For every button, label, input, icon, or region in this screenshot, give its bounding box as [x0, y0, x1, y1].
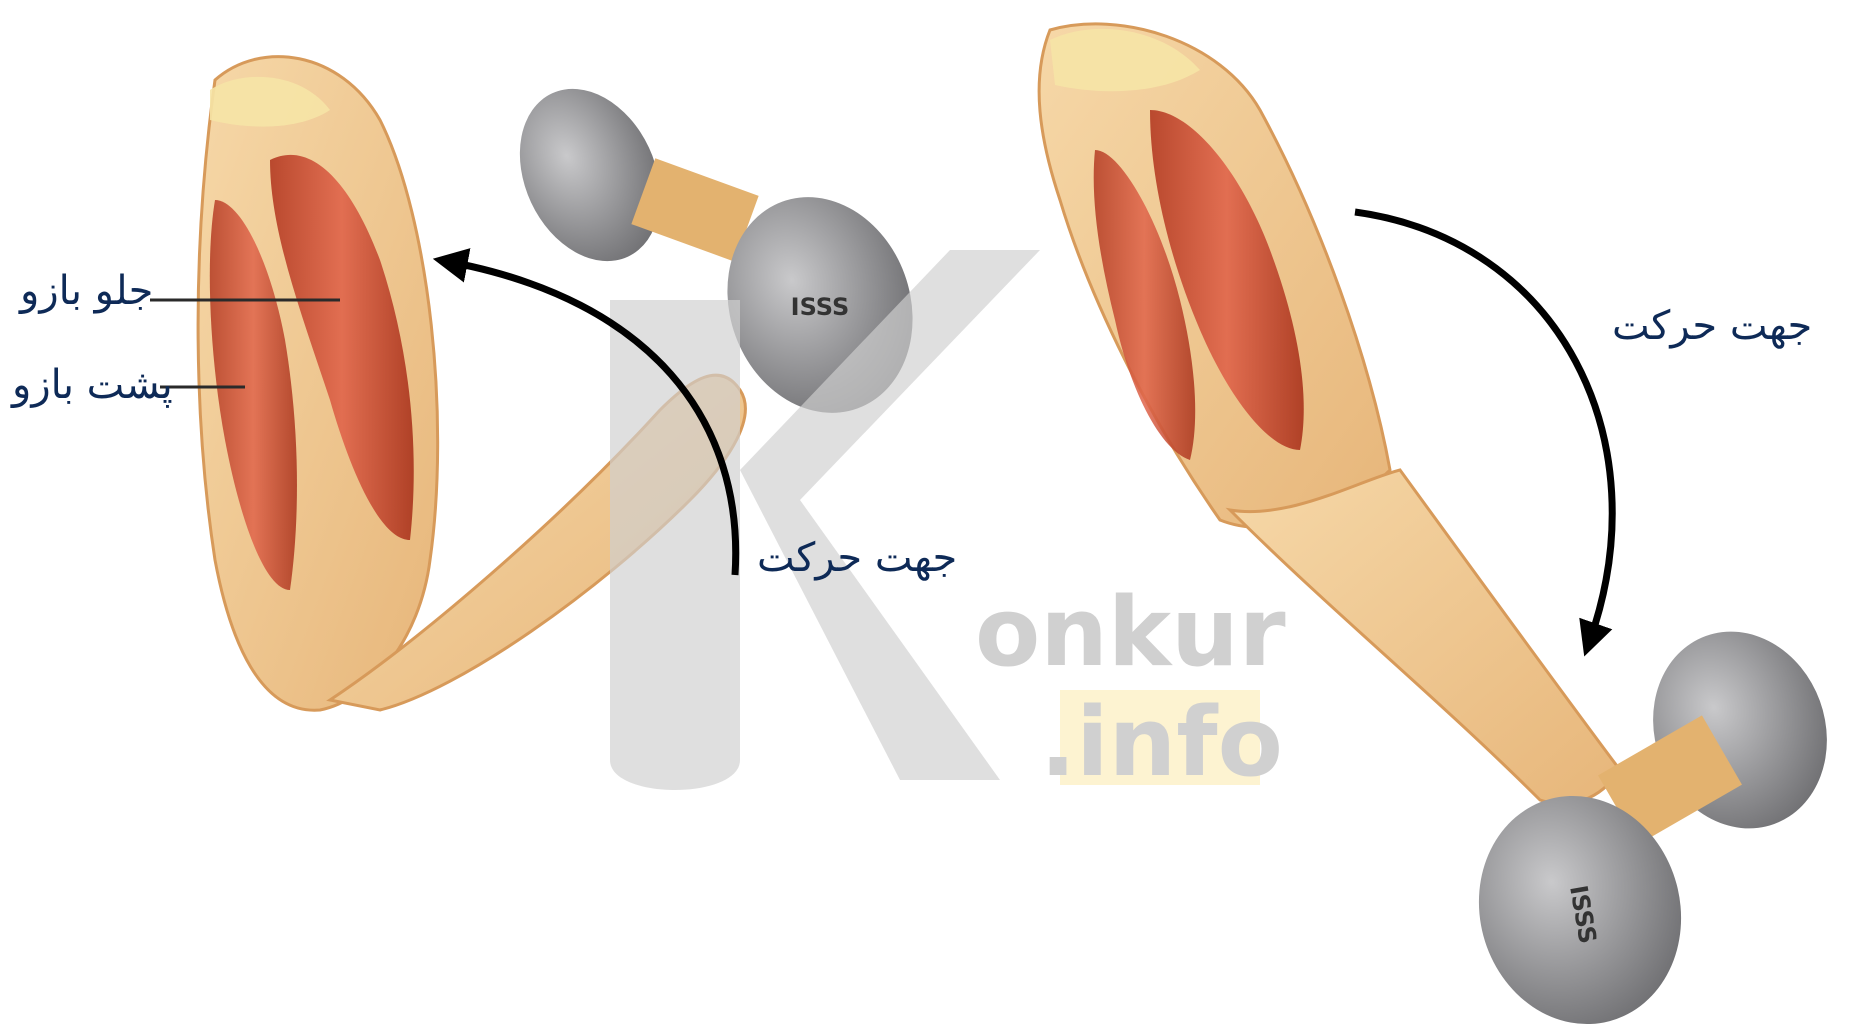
left-motion-label: جهت حرکت — [757, 535, 957, 581]
right-arm-illustration: ISSS — [1039, 24, 1853, 1031]
right-motion-label: جهت حرکت — [1612, 303, 1812, 349]
watermark-k-stem — [610, 300, 740, 790]
right-forearm — [1230, 470, 1620, 804]
biceps-label: جلو بازو — [20, 268, 153, 314]
watermark-word: onkur — [975, 578, 1286, 688]
watermark-suffix: .info — [1040, 688, 1283, 798]
left-dumbbell-mark: ISSS — [791, 293, 850, 321]
triceps-label: پشت بازو — [12, 362, 173, 408]
